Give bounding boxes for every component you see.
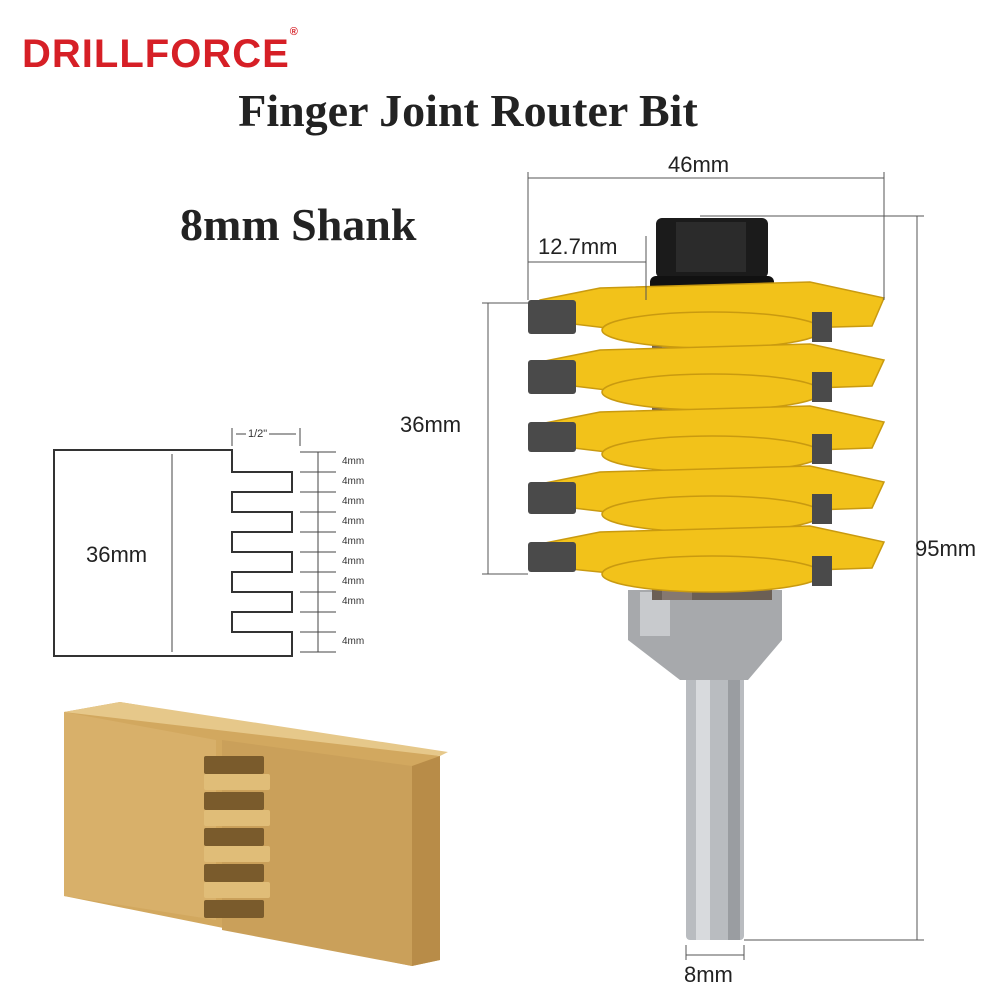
finger-width-label: 1/2" xyxy=(246,428,270,440)
shank-dimension-label: 8mm xyxy=(684,962,733,987)
bearing-dimension-label: 12.7mm xyxy=(538,234,618,259)
profile-diagram xyxy=(53,449,293,657)
cut-height-dimension-label: 36mm xyxy=(400,412,462,437)
wood-joint-image xyxy=(64,702,448,966)
pitch-label: 4mm xyxy=(342,596,365,607)
registered-mark: ® xyxy=(289,26,299,38)
pitch-ticks xyxy=(300,451,336,653)
width-dimension-label: 46mm xyxy=(668,152,730,177)
pitch-label: 4mm xyxy=(342,476,365,487)
pitch-label: 4mm xyxy=(342,496,365,507)
brand-name: DRILLFORCE xyxy=(22,32,290,76)
pitch-label: 4mm xyxy=(342,556,365,567)
page-title: Finger Joint Router Bit xyxy=(238,85,698,136)
pitch-label: 4mm xyxy=(342,636,365,647)
shank-subtitle: 8mm Shank xyxy=(180,199,417,250)
pitch-label: 4mm xyxy=(342,456,365,467)
pitch-label: 4mm xyxy=(342,536,365,547)
blade-stack xyxy=(539,281,886,593)
router-bit-image xyxy=(528,218,886,940)
profile-height-label: 36mm xyxy=(86,542,148,568)
brand-logo: DRILLFORCE® xyxy=(22,26,299,77)
bit-dimension-lines xyxy=(482,172,924,960)
pitch-label: 4mm xyxy=(342,576,365,587)
total-length-dimension-label: 95mm xyxy=(915,536,977,561)
pitch-label: 4mm xyxy=(342,516,365,527)
